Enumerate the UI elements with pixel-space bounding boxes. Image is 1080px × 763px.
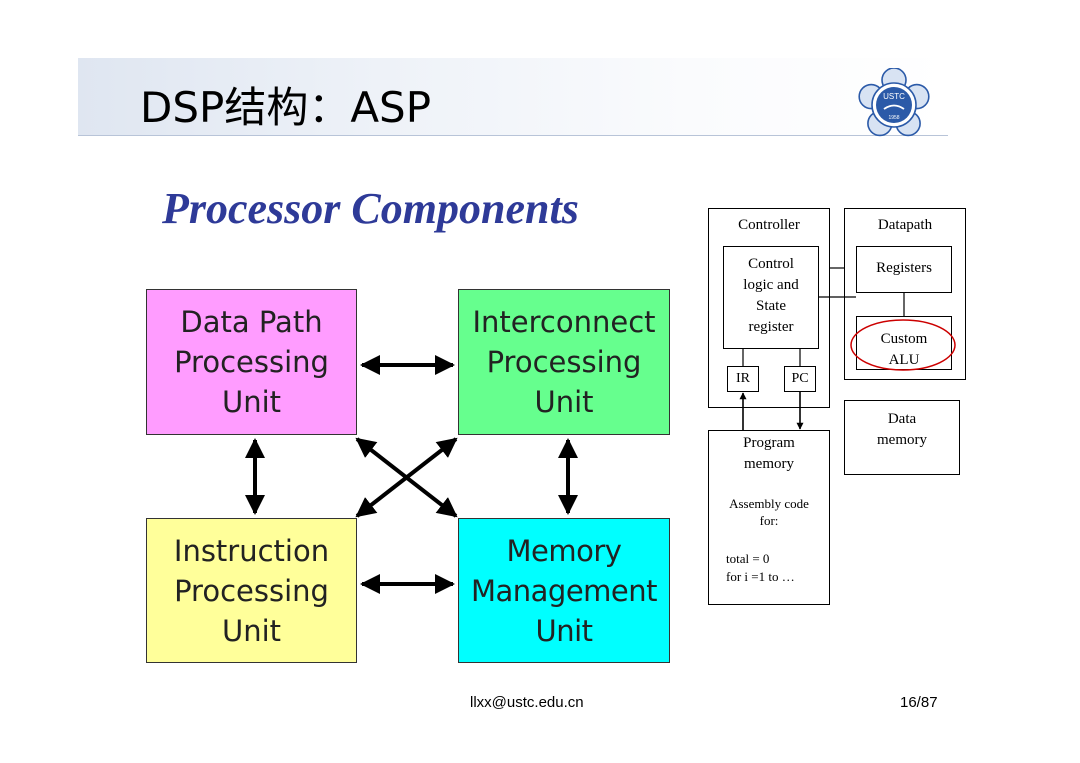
- memory-management-unit: Memory Management Unit: [458, 518, 670, 663]
- control-logic-box: [723, 246, 819, 349]
- pc-label: PC: [791, 371, 809, 386]
- logo-text: USTC: [883, 92, 905, 101]
- data-memory-label: Data memory: [877, 411, 927, 448]
- data-memory-box: [844, 400, 960, 475]
- logo-year: 1958: [888, 115, 899, 121]
- pc-box: [784, 366, 816, 392]
- registers-label: Registers: [876, 260, 932, 276]
- arrow-ipu-inst: [355, 437, 458, 518]
- diagram-title: Processor Components: [162, 184, 579, 233]
- code-line-for: for i =1 to …: [726, 569, 795, 584]
- page-number: 16/87: [900, 694, 938, 711]
- header-divider: [78, 135, 948, 136]
- custom-alu-highlight: [850, 319, 956, 371]
- datapath-label: Datapath: [877, 217, 933, 233]
- data-path-unit-label: Data Path Processing Unit: [174, 305, 329, 419]
- ir-label: IR: [736, 371, 750, 386]
- footer-email: llxx@ustc.edu.cn: [470, 694, 584, 711]
- slide-title: DSP结构：ASP: [140, 83, 432, 132]
- header-bar: [78, 58, 948, 136]
- data-path-processing-unit: Data Path Processing Unit: [146, 289, 357, 435]
- ustc-logo-icon: USTC 1958: [858, 68, 930, 137]
- interconnect-processing-unit: Interconnect Processing Unit: [458, 289, 670, 435]
- code-line-total: total = 0: [726, 551, 770, 566]
- interconnect-unit-label: Interconnect Processing Unit: [472, 305, 656, 419]
- registers-box: [856, 246, 952, 293]
- control-logic-label: Control logic and State register: [743, 256, 799, 335]
- instruction-unit-label: Instruction Processing Unit: [173, 533, 330, 648]
- assembly-code-label: Assembly code for:: [729, 496, 809, 528]
- program-memory-label: Program memory: [743, 435, 795, 472]
- instruction-processing-unit: Instruction Processing Unit: [146, 518, 357, 663]
- program-memory-box: [708, 430, 830, 605]
- controller-label: Controller: [738, 217, 800, 233]
- ir-box: [727, 366, 759, 392]
- custom-alu-label: Custom ALU: [880, 331, 928, 368]
- memory-unit-label: Memory Management Unit: [470, 533, 658, 648]
